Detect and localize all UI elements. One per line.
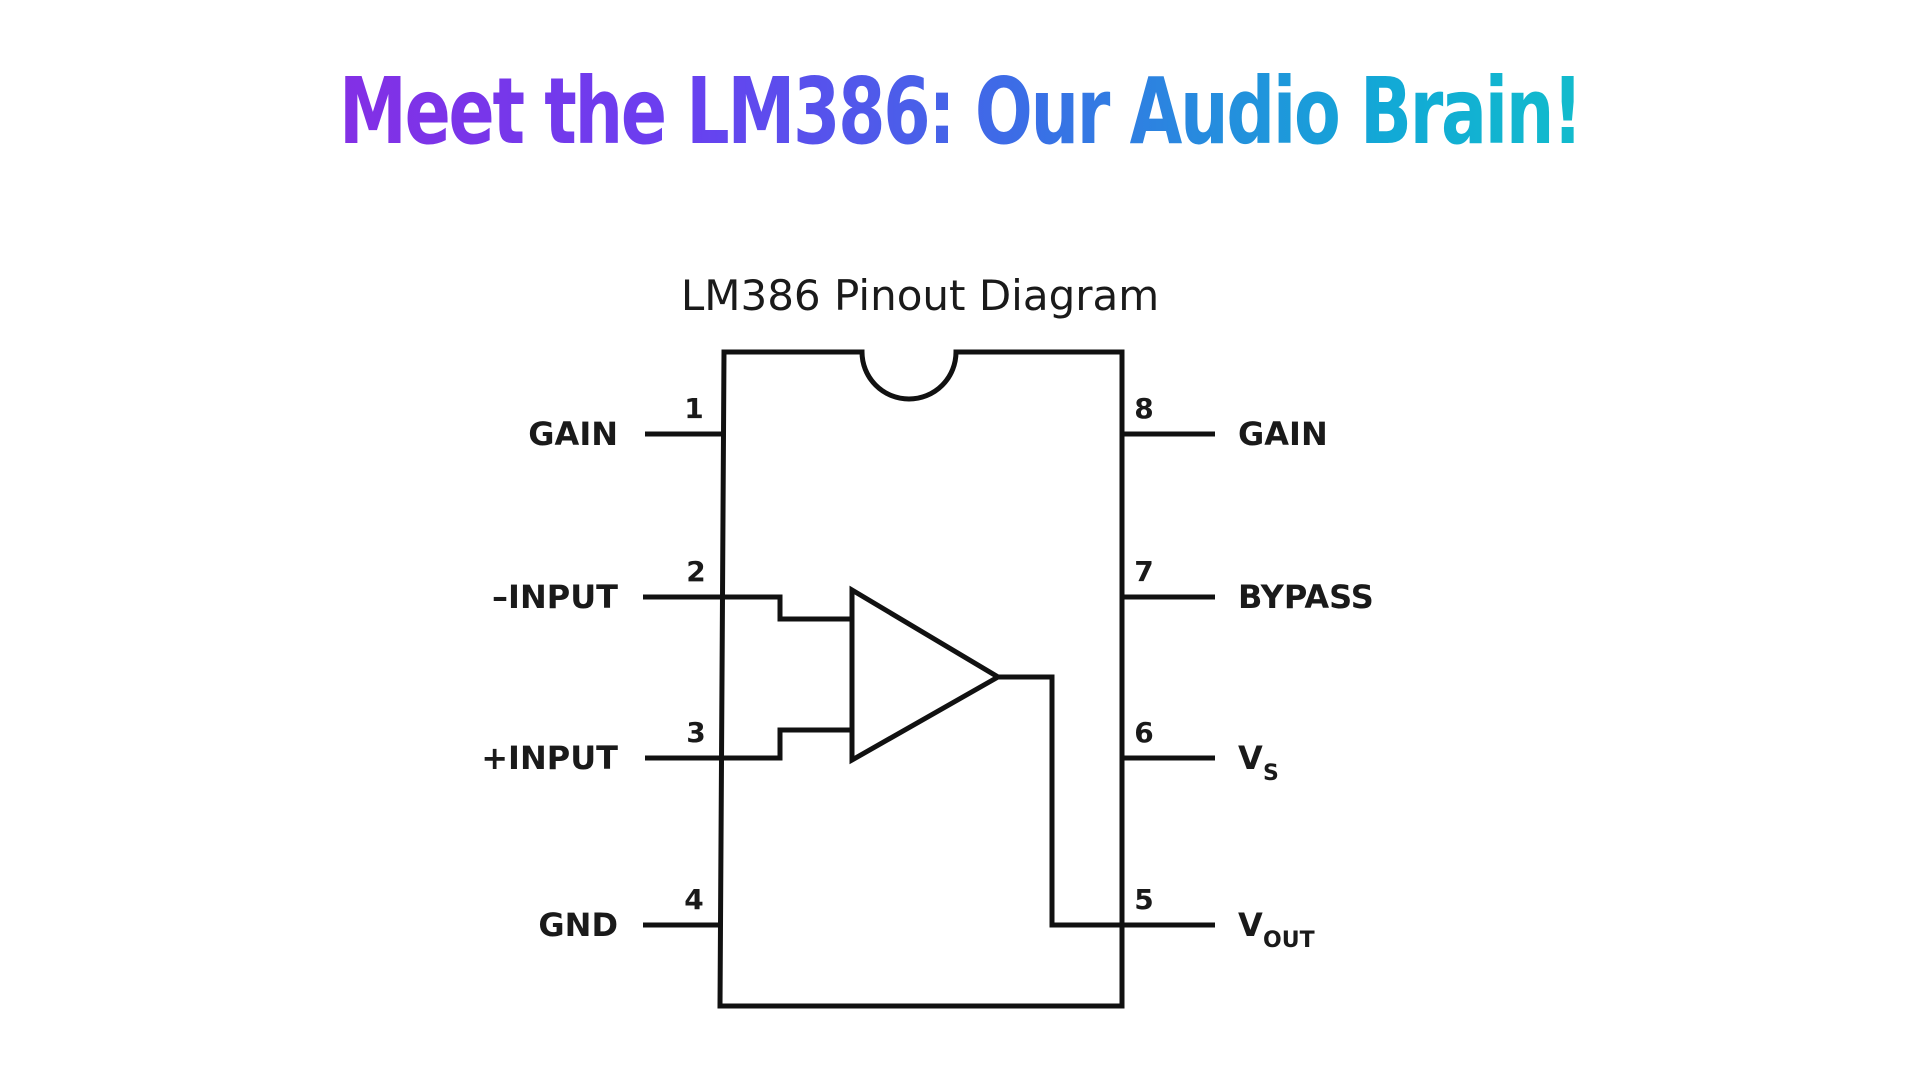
pin-number-5: 5 [1134, 883, 1153, 916]
output-wire [998, 674, 1122, 928]
pin-number-2: 2 [686, 555, 705, 588]
pin-label-7: BYPASS [1238, 578, 1374, 616]
noninverting-input-wire [722, 727, 852, 761]
pin-number-7: 7 [1134, 555, 1153, 588]
slide-headline: Meet the LM386: Our Audio Brain! [250, 52, 1671, 172]
pin-label-6: V [1238, 739, 1263, 777]
opamp-symbol [849, 585, 1003, 765]
pin-label-8: GAIN [1238, 415, 1328, 453]
pin-label-3: +INPUT [481, 739, 618, 777]
pin-label-1: GAIN [528, 415, 618, 453]
pin-label-5: V [1238, 906, 1263, 944]
diagram-title: LM386 Pinout Diagram [681, 271, 1159, 320]
pin-label-2: –INPUT [492, 578, 618, 616]
pin-number-4: 4 [684, 883, 703, 916]
pin-label-6-subscript: S [1263, 761, 1279, 786]
chip-body [717, 349, 1125, 1009]
pin-label-4: GND [538, 906, 618, 944]
pin-number-3: 3 [686, 716, 705, 749]
inverting-input-wire [722, 594, 852, 622]
pin-number-6: 6 [1134, 716, 1153, 749]
pin-label-5-subscript: OUT [1263, 928, 1315, 953]
pin-number-1: 1 [684, 392, 703, 425]
pin-number-8: 8 [1134, 392, 1153, 425]
